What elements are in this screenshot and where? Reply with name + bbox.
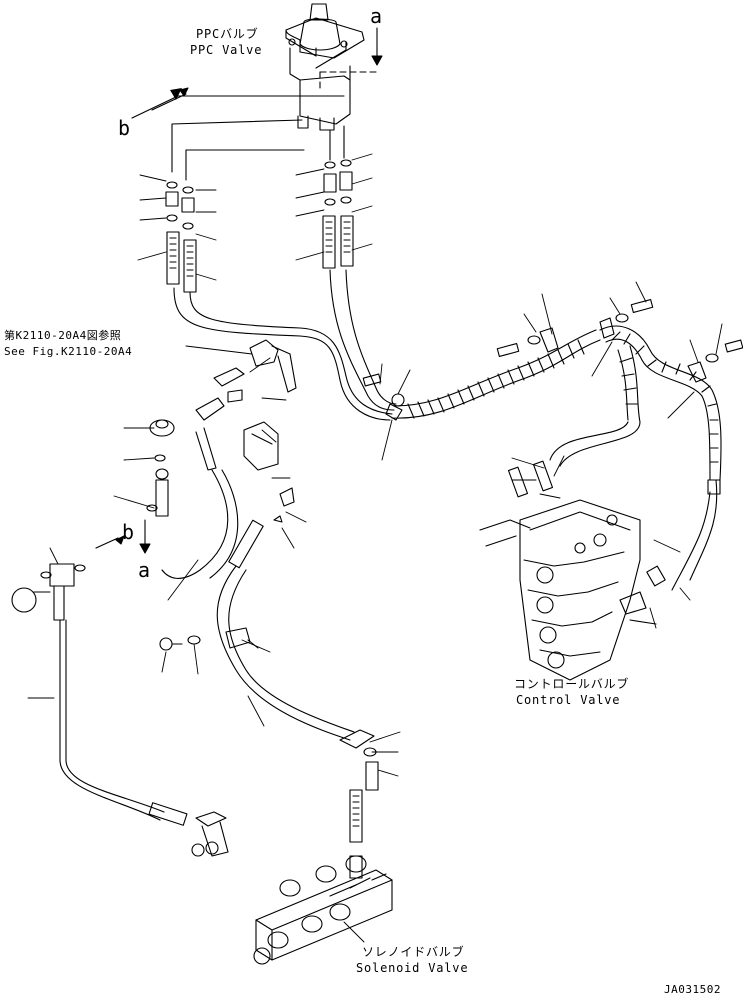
reference-label-en: See Fig.K2110-20A4 bbox=[4, 345, 133, 358]
left-switch-cable bbox=[11, 535, 229, 857]
marker-b-left: b bbox=[118, 116, 131, 140]
spiral-hose bbox=[391, 325, 722, 481]
marker-a-top-arrow bbox=[319, 27, 383, 89]
solenoid-valve-label-en: Solenoid Valve bbox=[356, 961, 469, 975]
left-fittings bbox=[165, 181, 197, 293]
drawing-code: JA031502 bbox=[664, 983, 721, 996]
mid-left-fittings bbox=[146, 339, 297, 579]
middle-fittings bbox=[322, 159, 354, 269]
hose-bundle bbox=[173, 269, 397, 421]
marker-a-top: a bbox=[370, 4, 383, 28]
clamp-bolts bbox=[362, 298, 743, 421]
control-valve-label-jp: コントロールバルブ bbox=[514, 677, 630, 691]
control-valve-label-en: Control Valve bbox=[516, 693, 621, 707]
control-valve-hoses bbox=[507, 460, 721, 591]
solenoid-hoses bbox=[159, 565, 379, 843]
marker-b-left-arrow bbox=[131, 87, 301, 119]
marker-b-mid: b bbox=[122, 520, 135, 544]
marker-a-mid-arrow bbox=[139, 519, 151, 554]
ppc-valve-label-en: PPC Valve bbox=[190, 43, 263, 57]
ppc-valve-label-jp: PPCバルブ bbox=[196, 27, 259, 41]
reference-label-jp: 第K2110-20A4図参照 bbox=[4, 329, 122, 342]
marker-a-mid: a bbox=[138, 558, 151, 582]
control-valve-drawing bbox=[479, 499, 666, 681]
solenoid-valve-label-jp: ソレノイドバルブ bbox=[362, 945, 465, 959]
ppc-valve-drawing bbox=[285, 3, 365, 131]
solenoid-valve-drawing bbox=[253, 855, 393, 965]
ppc-hoses bbox=[171, 119, 345, 181]
leader-lines bbox=[27, 153, 723, 943]
